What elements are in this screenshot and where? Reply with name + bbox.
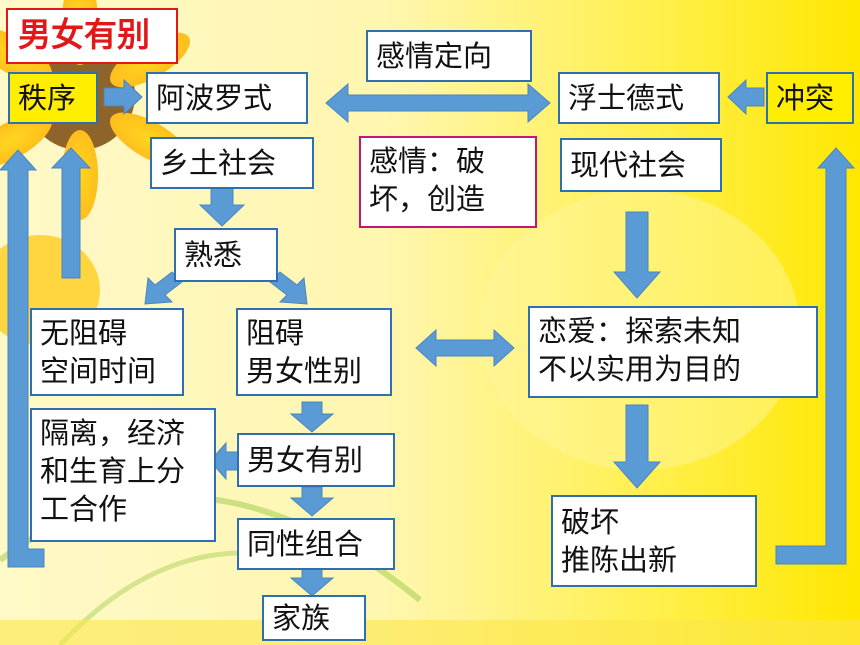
box-destroy: 破坏 推陈出新 xyxy=(551,495,757,587)
arrow-down-right-icon xyxy=(269,271,308,305)
box-clan-label: 家族 xyxy=(272,601,331,635)
box-order: 秩序 xyxy=(8,72,98,124)
arrow-left-icon xyxy=(727,78,765,116)
arrow-left-icon xyxy=(209,441,239,481)
box-emotion-effect: 感情：破 坏，创造 xyxy=(359,136,537,228)
box-love: 恋爱：探索未知 不以实用为目的 xyxy=(528,306,818,398)
box-separation-line1: 隔离，经济 xyxy=(40,416,186,450)
arrow-down-icon xyxy=(198,187,246,227)
double-arrow-icon xyxy=(415,328,515,368)
arrow-down-icon xyxy=(289,567,335,597)
arrow-down-icon xyxy=(612,404,662,489)
arrow-up-border-icon xyxy=(0,149,45,568)
arrow-down-icon xyxy=(289,486,335,517)
box-faustian-label: 浮士德式 xyxy=(568,81,685,115)
arrow-up-icon xyxy=(50,147,92,279)
box-separation-line3: 工合作 xyxy=(40,492,128,526)
arrow-down-icon xyxy=(289,401,335,433)
box-separation: 隔离，经济 和生育上分 工合作 xyxy=(30,408,216,542)
box-conflict: 冲突 xyxy=(766,72,854,124)
box-destroy-line1: 破坏 xyxy=(561,505,620,539)
box-apollonian: 阿波罗式 xyxy=(146,72,308,124)
arrow-up-border-icon xyxy=(775,147,856,565)
box-love-line1: 恋爱：探索未知 xyxy=(538,314,742,348)
box-modern-society-label: 现代社会 xyxy=(570,148,687,182)
box-emotion-orientation-label: 感情定向 xyxy=(376,39,493,73)
arrow-down-left-icon xyxy=(144,271,183,305)
box-no-barrier: 无阻碍 空间时间 xyxy=(30,308,184,396)
box-order-label: 秩序 xyxy=(18,81,77,115)
box-barrier: 阻碍 男女性别 xyxy=(236,308,392,396)
box-emotion-orientation: 感情定向 xyxy=(366,30,532,82)
box-conflict-label: 冲突 xyxy=(776,81,835,115)
box-modern-society: 现代社会 xyxy=(560,138,722,192)
double-arrow-icon xyxy=(325,82,551,124)
slide-title: 男女有别 xyxy=(6,8,178,64)
box-same-sex-group-label: 同性组合 xyxy=(247,527,364,561)
box-barrier-line1: 阻碍 xyxy=(246,316,305,350)
box-gender-distinction: 男女有别 xyxy=(237,433,395,487)
box-destroy-line2: 推陈出新 xyxy=(561,543,678,577)
box-faustian: 浮士德式 xyxy=(558,72,720,124)
box-clan: 家族 xyxy=(262,595,366,641)
box-love-line2: 不以实用为目的 xyxy=(538,352,742,386)
box-gender-distinction-label: 男女有别 xyxy=(247,443,364,477)
box-barrier-line2: 男女性别 xyxy=(246,354,363,388)
box-familiarity-label: 熟悉 xyxy=(184,238,243,272)
box-familiarity: 熟悉 xyxy=(174,228,278,282)
box-rural-society-label: 乡土社会 xyxy=(160,146,277,180)
arrow-down-icon xyxy=(612,211,662,299)
arrow-right-icon xyxy=(103,78,143,116)
box-no-barrier-line1: 无阻碍 xyxy=(40,316,128,350)
box-emotion-effect-line2: 坏，创造 xyxy=(369,182,486,216)
box-rural-society: 乡土社会 xyxy=(150,137,314,189)
box-emotion-effect-line1: 感情：破 xyxy=(369,144,486,178)
box-no-barrier-line2: 空间时间 xyxy=(40,354,157,388)
box-apollonian-label: 阿波罗式 xyxy=(156,81,273,115)
box-separation-line2: 和生育上分 xyxy=(40,454,186,488)
box-same-sex-group: 同性组合 xyxy=(237,518,395,570)
